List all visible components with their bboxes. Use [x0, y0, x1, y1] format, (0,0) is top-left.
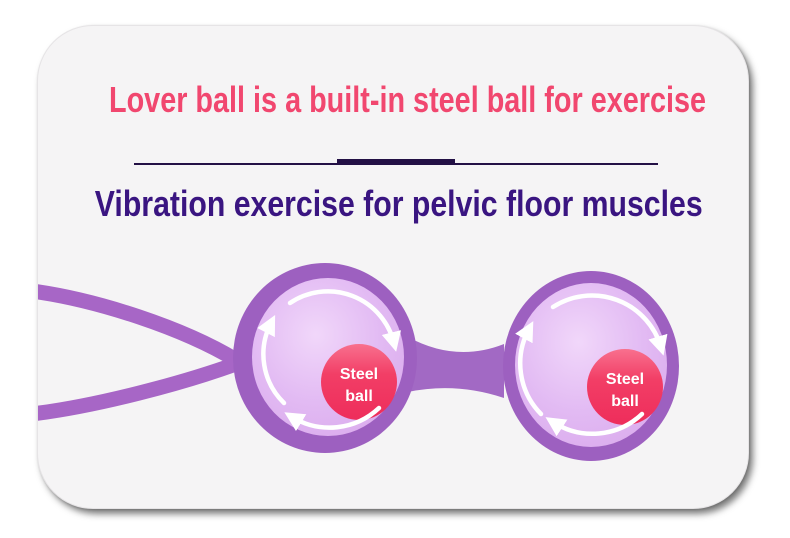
right-steel-ball-label-line2: ball	[611, 393, 639, 410]
right-steel-ball	[587, 349, 663, 425]
left-ball-rotation-arrow-left-icon	[257, 315, 287, 406]
divider-accent	[337, 159, 455, 165]
right-ball-rotation-arrow-top-icon	[550, 293, 668, 356]
left-ball-rotation-arrow-top-icon	[287, 289, 401, 352]
left-steel-ball-label-line2: ball	[345, 388, 373, 405]
product-card: Lover ball is a built-in steel ball for …	[37, 25, 749, 509]
product-illustration: Steel ball Steel ball	[38, 263, 679, 461]
page-title: Lover ball is a built-in steel ball for …	[109, 79, 707, 120]
retrieval-cord-top	[38, 284, 244, 368]
left-steel-ball-label-line1: Steel	[340, 366, 378, 383]
left-steel-ball	[321, 344, 397, 420]
right-ball-rotation-arrow-left-icon	[515, 321, 544, 417]
ball-connector-bar	[408, 337, 504, 398]
title-divider	[134, 159, 658, 165]
page-subtitle: Vibration exercise for pelvic floor musc…	[94, 183, 703, 224]
right-steel-ball-label-line1: Steel	[606, 371, 644, 388]
retrieval-cord-bottom	[38, 356, 244, 421]
left-ball-rotation-arrow-bottom-icon	[284, 405, 382, 432]
right-ball-rotation-arrow-bottom-icon	[545, 411, 645, 437]
